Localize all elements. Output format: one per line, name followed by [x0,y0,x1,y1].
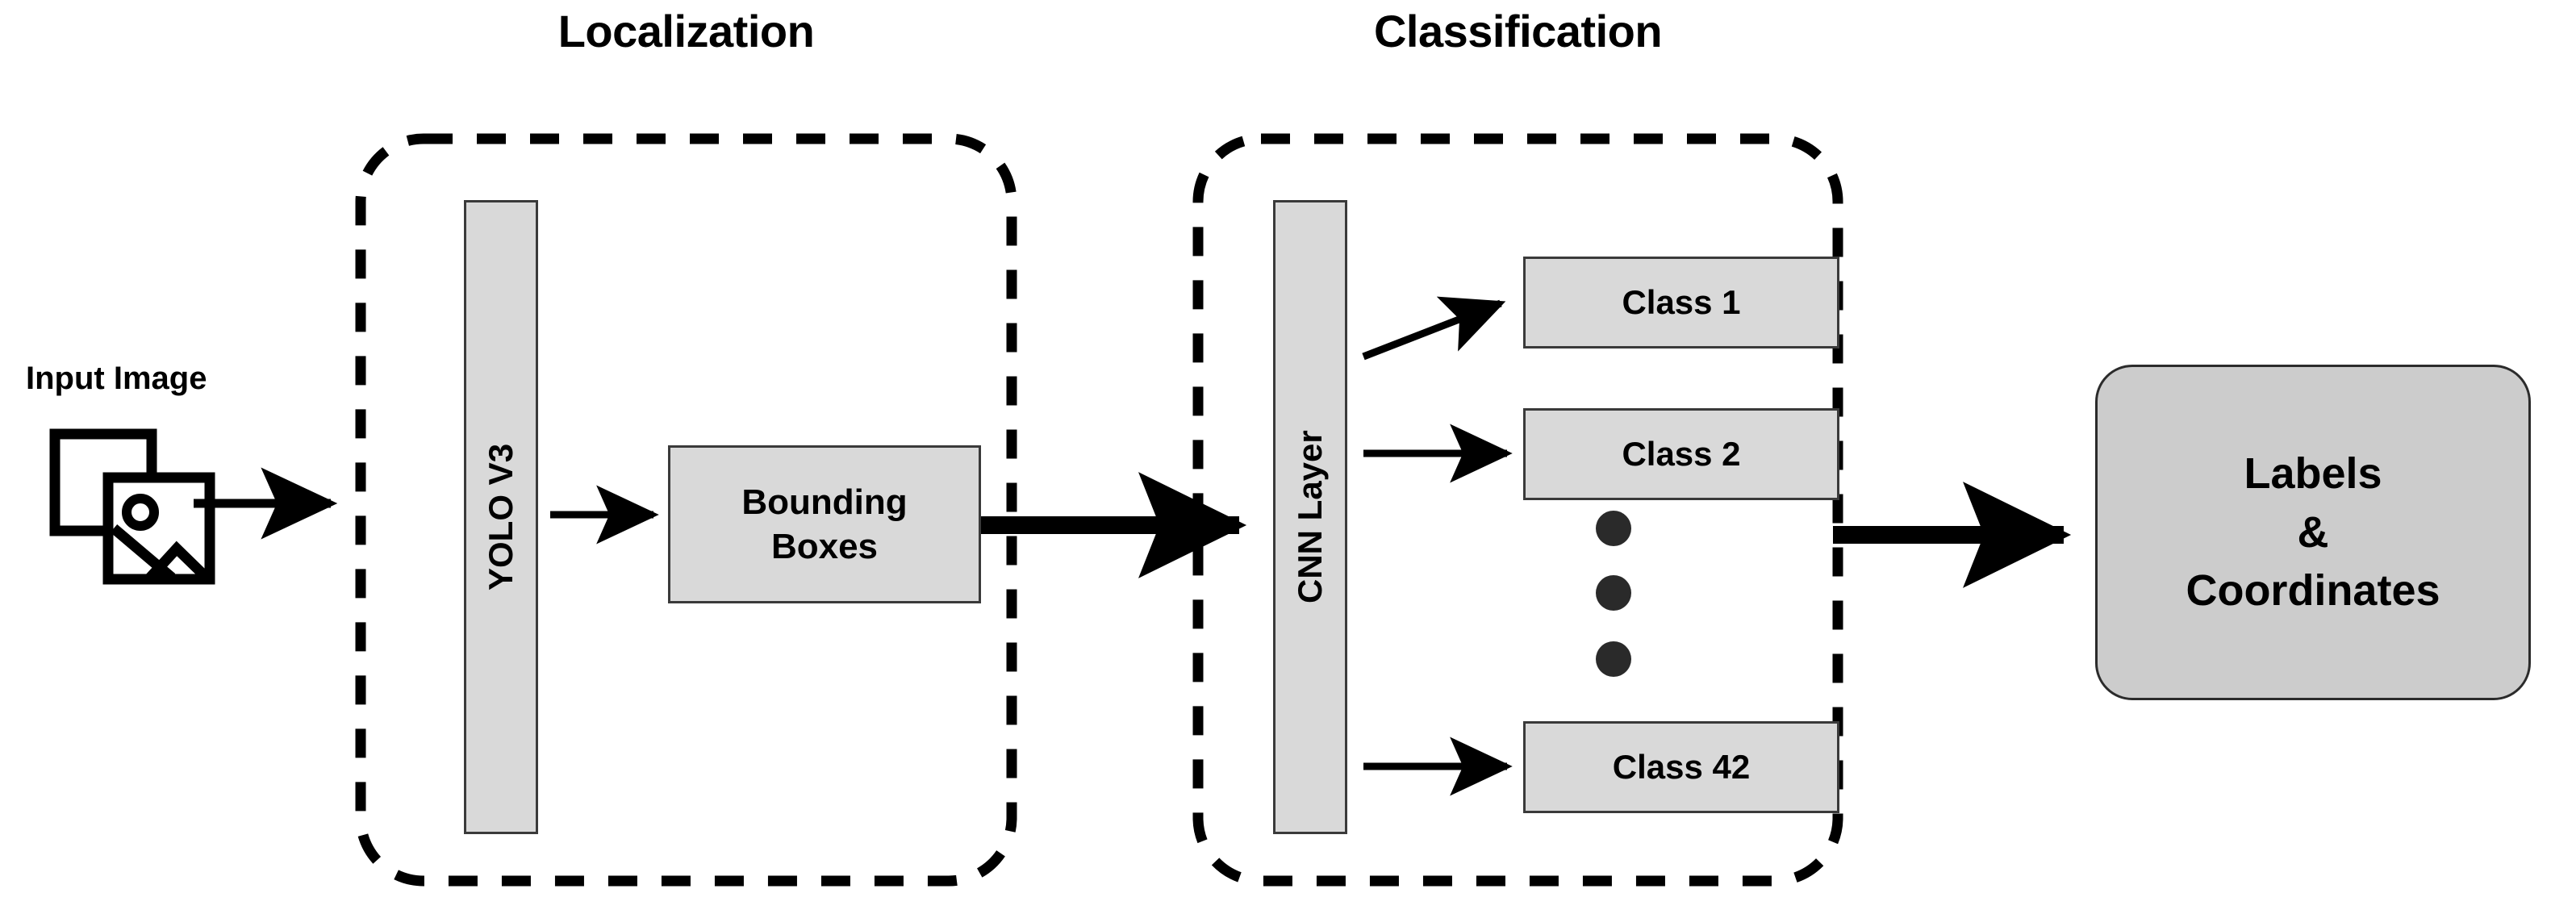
labels-and-coordinates-label: Labels & Coordinates [2186,449,2440,616]
localization-title: Localization [557,6,815,56]
class-42-block[interactable]: Class 42 [1523,721,1839,813]
yolo-v3-block[interactable]: YOLO V3 [464,200,538,834]
class-2-label: Class 2 [1622,434,1741,473]
cnn-layer-block[interactable]: CNN Layer [1273,200,1347,834]
class-42-label: Class 42 [1612,747,1751,786]
class-1-label: Class 1 [1622,282,1741,321]
bounding-boxes-block[interactable]: Bounding Boxes [668,445,981,603]
image-stack-icon [49,428,215,585]
yolo-v3-label: YOLO V3 [481,443,520,591]
bounding-boxes-label: Bounding Boxes [741,482,908,566]
cnn-layer-label: CNN Layer [1290,430,1329,604]
class-1-block[interactable]: Class 1 [1523,257,1839,348]
class-2-block[interactable]: Class 2 [1523,408,1839,500]
arrow-cnn-to-class-1 [1362,296,1506,361]
vertical-dots-ellipsis [1596,511,1631,677]
labels-and-coordinates-block[interactable]: Labels & Coordinates [2095,365,2531,700]
input-image-label: Input Image [26,361,207,396]
classification-title: Classification [1373,6,1663,56]
localization-group-boundary [355,133,1017,887]
